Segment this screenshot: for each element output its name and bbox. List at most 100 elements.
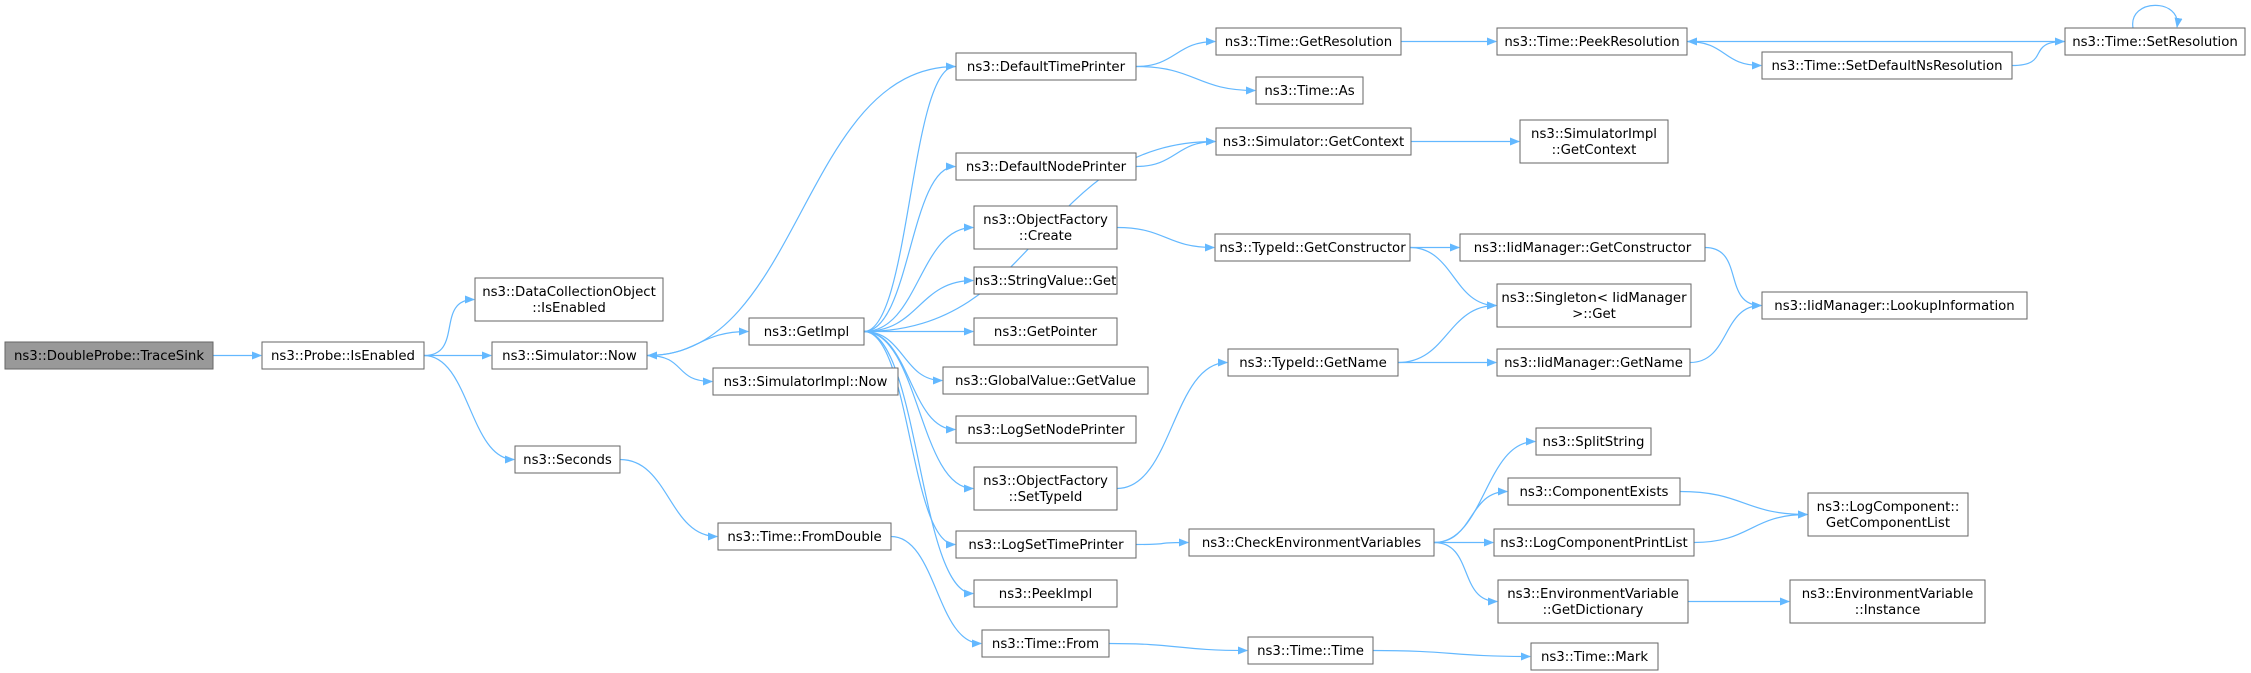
node-singletonGet[interactable]: ns3::Singleton< IidManager >::Get (1496, 283, 1692, 328)
node-label-timeFrom: ns3::Time::From (992, 637, 1099, 652)
node-defaultNodePrinter[interactable]: ns3::DefaultNodePrinter (955, 152, 1137, 181)
edge-getImpl-to-objFactorySetTypeId (863, 330, 974, 493)
node-label-timePeekResolution: ns3::Time::PeekResolution (1504, 35, 1679, 50)
node-box-dcoIsEnabled[interactable] (474, 277, 664, 322)
edge-defaultNodePrinter-to-simGetContext (1135, 137, 1216, 168)
node-timeMark[interactable]: ns3::Time::Mark (1530, 642, 1659, 671)
node-timeTime[interactable]: ns3::Time::Time (1247, 636, 1374, 665)
node-label-getImpl: ns3::GetImpl (764, 325, 849, 340)
node-probeIsEnabled[interactable]: ns3::Probe::IsEnabled (261, 341, 425, 370)
node-box-iidGetName[interactable] (1496, 348, 1691, 377)
node-logComponentGetComponentList[interactable]: ns3::LogComponent::GetComponentList (1807, 492, 1969, 537)
node-timeSetDefaultNsResolution[interactable]: ns3::Time::SetDefaultNsResolution (1761, 51, 2013, 80)
node-box-seconds[interactable] (514, 445, 621, 474)
node-seconds[interactable]: ns3::Seconds (514, 445, 621, 474)
node-envVarInstance[interactable]: ns3::EnvironmentVariable::Instance (1789, 579, 1986, 624)
node-simImplGetContext[interactable]: ns3::SimulatorImpl::GetContext (1519, 119, 1669, 164)
node-traceSink[interactable]: ns3::DoubleProbe::TraceSink (4, 341, 214, 370)
node-logSetTimePrinter[interactable]: ns3::LogSetTimePrinter (955, 530, 1137, 559)
node-envVarGetDictionary[interactable]: ns3::EnvironmentVariable::GetDictionary (1497, 579, 1689, 624)
node-box-typeIdGetName[interactable] (1227, 348, 1399, 377)
node-label-iidGetConstructor: ns3::IidManager::GetConstructor (1474, 241, 1692, 256)
node-timeGetResolution[interactable]: ns3::Time::GetResolution (1215, 27, 1402, 56)
node-box-defaultTimePrinter[interactable] (955, 52, 1137, 81)
node-box-logSetTimePrinter[interactable] (955, 530, 1137, 559)
node-box-componentExists[interactable] (1507, 477, 1681, 506)
node-logSetNodePrinter[interactable]: ns3::LogSetNodePrinter (955, 415, 1137, 444)
edge-getImpl-to-logSetTimePrinter (863, 330, 956, 549)
node-box-peekImpl[interactable] (973, 579, 1118, 608)
node-box-globalValueGetValue[interactable] (942, 366, 1149, 395)
node-peekImpl[interactable]: ns3::PeekImpl (973, 579, 1118, 608)
node-timeAs[interactable]: ns3::Time::As (1255, 76, 1364, 105)
node-splitString[interactable]: ns3::SplitString (1535, 427, 1652, 456)
node-box-timeTime[interactable] (1247, 636, 1374, 665)
node-box-typeIdGetConstructor[interactable] (1214, 233, 1411, 262)
node-simNow[interactable]: ns3::Simulator::Now (491, 341, 648, 370)
node-box-getPointer[interactable] (973, 317, 1118, 346)
node-box-iidGetConstructor[interactable] (1459, 233, 1706, 262)
node-box-logComponentGetComponentList[interactable] (1807, 492, 1969, 537)
node-box-singletonGet[interactable] (1496, 283, 1692, 328)
node-defaultTimePrinter[interactable]: ns3::DefaultTimePrinter (955, 52, 1137, 81)
node-label-iidLookupInformation: ns3::IidManager::LookupInformation (1774, 299, 2014, 314)
node-box-fromDouble[interactable] (717, 522, 892, 551)
node-typeIdGetName[interactable]: ns3::TypeId::GetName (1227, 348, 1399, 377)
node-logComponentPrintList[interactable]: ns3::LogComponentPrintList (1493, 528, 1695, 557)
node-getImpl[interactable]: ns3::GetImpl (748, 317, 865, 346)
node-box-simGetContext[interactable] (1215, 127, 1412, 156)
node-box-getImpl[interactable] (748, 317, 865, 346)
edge-defaultTimePrinter-to-timeGetResolution (1135, 37, 1216, 68)
node-label-simNow: ns3::Simulator::Now (502, 349, 637, 364)
node-box-envVarGetDictionary[interactable] (1497, 579, 1689, 624)
node-simGetContext[interactable]: ns3::Simulator::GetContext (1215, 127, 1412, 156)
node-box-stringValueGet[interactable] (973, 266, 1118, 295)
node-timePeekResolution[interactable]: ns3::Time::PeekResolution (1496, 27, 1688, 56)
node-box-timeGetResolution[interactable] (1215, 27, 1402, 56)
node-iidGetName[interactable]: ns3::IidManager::GetName (1496, 348, 1691, 377)
node-iidLookupInformation[interactable]: ns3::IidManager::LookupInformation (1761, 291, 2028, 320)
node-box-timeAs[interactable] (1255, 76, 1364, 105)
node-box-objFactoryCreate[interactable] (973, 205, 1118, 250)
node-label-logComponentGetComponentList-line-2: GetComponentList (1826, 516, 1950, 531)
node-box-splitString[interactable] (1535, 427, 1652, 456)
node-box-iidLookupInformation[interactable] (1761, 291, 2028, 320)
node-box-envVarInstance[interactable] (1789, 579, 1986, 624)
node-objFactorySetTypeId[interactable]: ns3::ObjectFactory::SetTypeId (973, 466, 1118, 511)
node-iidGetConstructor[interactable]: ns3::IidManager::GetConstructor (1459, 233, 1706, 262)
node-timeSetResolution[interactable]: ns3::Time::SetResolution (2064, 27, 2246, 56)
node-fromDouble[interactable]: ns3::Time::FromDouble (717, 522, 892, 551)
node-box-logComponentPrintList[interactable] (1493, 528, 1695, 557)
node-label-iidGetName: ns3::IidManager::GetName (1504, 356, 1683, 371)
node-box-simImplNow[interactable] (712, 367, 899, 396)
node-box-timeMark[interactable] (1530, 642, 1659, 671)
edge-typeIdGetName-to-singletonGet (1397, 301, 1497, 364)
node-checkEnvVars[interactable]: ns3::CheckEnvironmentVariables (1188, 528, 1435, 557)
node-simImplNow[interactable]: ns3::SimulatorImpl::Now (712, 367, 899, 396)
node-getPointer[interactable]: ns3::GetPointer (973, 317, 1118, 346)
node-box-timePeekResolution[interactable] (1496, 27, 1688, 56)
node-timeFrom[interactable]: ns3::Time::From (981, 629, 1110, 658)
node-label-getPointer: ns3::GetPointer (994, 325, 1098, 340)
node-label-timeSetResolution: ns3::Time::SetResolution (2072, 35, 2238, 50)
node-box-objFactorySetTypeId[interactable] (973, 466, 1118, 511)
node-box-timeSetDefaultNsResolution[interactable] (1761, 51, 2013, 80)
node-box-defaultNodePrinter[interactable] (955, 152, 1137, 181)
node-box-checkEnvVars[interactable] (1188, 528, 1435, 557)
node-componentExists[interactable]: ns3::ComponentExists (1507, 477, 1681, 506)
node-box-timeFrom[interactable] (981, 629, 1110, 658)
node-box-traceSink[interactable] (4, 341, 214, 370)
node-box-probeIsEnabled[interactable] (261, 341, 425, 370)
node-label-timeGetResolution: ns3::Time::GetResolution (1225, 35, 1392, 50)
node-objFactoryCreate[interactable]: ns3::ObjectFactory::Create (973, 205, 1118, 250)
node-box-simImplGetContext[interactable] (1519, 119, 1669, 164)
edge-probeIsEnabled-to-dcoIsEnabled (423, 295, 475, 357)
node-box-timeSetResolution[interactable] (2064, 27, 2246, 56)
node-label-logComponentGetComponentList-line-1: ns3::LogComponent:: (1817, 500, 1960, 515)
node-dcoIsEnabled[interactable]: ns3::DataCollectionObject::IsEnabled (474, 277, 664, 322)
node-box-simNow[interactable] (491, 341, 648, 370)
node-stringValueGet[interactable]: ns3::StringValue::Get (973, 266, 1118, 295)
node-typeIdGetConstructor[interactable]: ns3::TypeId::GetConstructor (1214, 233, 1411, 262)
node-globalValueGetValue[interactable]: ns3::GlobalValue::GetValue (942, 366, 1149, 395)
node-box-logSetNodePrinter[interactable] (955, 415, 1137, 444)
